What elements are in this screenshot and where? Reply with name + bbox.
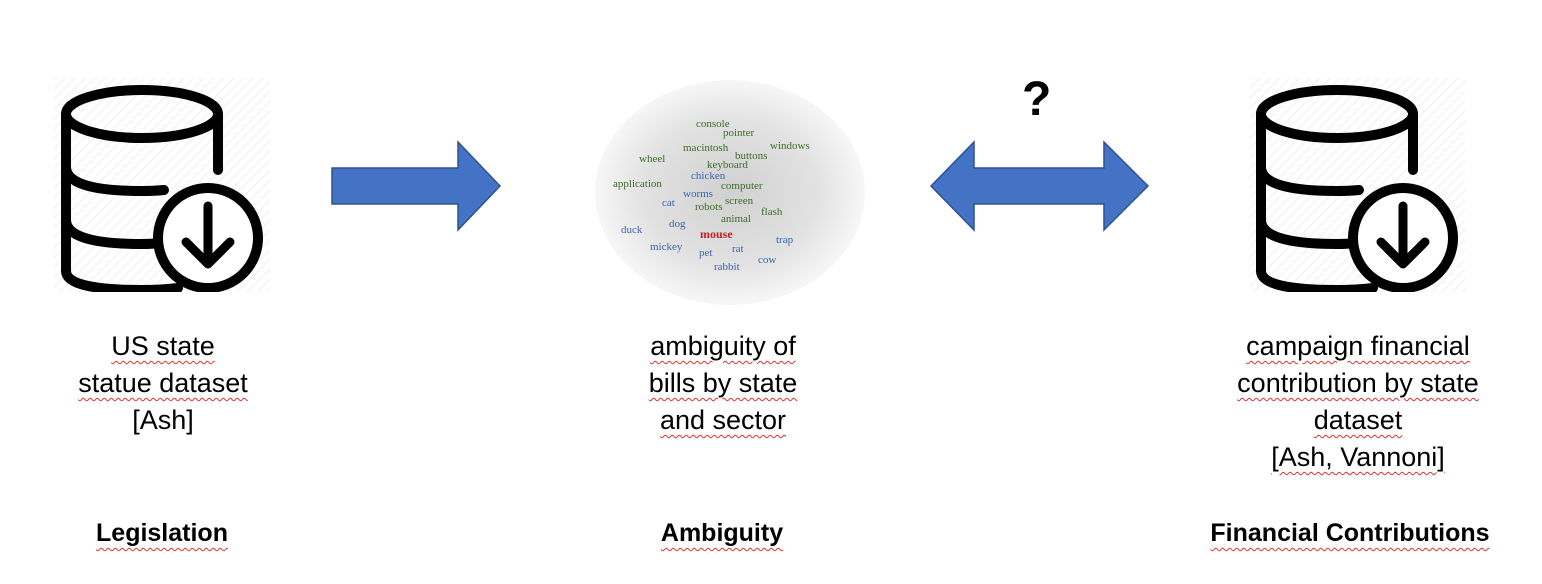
financial-description: campaign financial contribution by state… xyxy=(1200,328,1516,476)
word-cloud-image xyxy=(595,80,865,305)
word-mickey: mickey xyxy=(650,241,683,253)
legislation-line-2: statue dataset xyxy=(78,368,248,398)
word-flash: flash xyxy=(761,206,783,218)
word-worms: worms xyxy=(683,188,713,200)
word-console: console xyxy=(696,118,730,130)
legislation-description: US state statue dataset [Ash] xyxy=(50,328,276,439)
ambiguity-description: ambiguity of bills by state and sector xyxy=(610,328,836,439)
right-arrow-icon xyxy=(331,140,502,232)
financial-line-2: contribution by state xyxy=(1237,368,1479,398)
ambiguity-line-1: ambiguity of xyxy=(650,331,796,361)
relation-question-mark: ? xyxy=(1022,73,1052,126)
word-keyboard: keyboard xyxy=(707,159,748,171)
word-computer: computer xyxy=(721,180,763,192)
financial-line-1: campaign financial xyxy=(1246,331,1470,361)
legislation-line-3: [Ash] xyxy=(132,405,194,435)
ambiguity-line-2: bills by state xyxy=(648,368,798,398)
word-cow: cow xyxy=(758,254,777,266)
word-rabbit: rabbit xyxy=(714,261,740,273)
arrow-shape xyxy=(331,140,502,232)
word-pointer: pointer xyxy=(723,127,755,139)
ambiguity-line-3: and sector xyxy=(659,405,787,435)
word-dog: dog xyxy=(669,218,686,230)
word-screen: screen xyxy=(725,195,754,207)
legislation-line-1: US state xyxy=(111,331,215,361)
word-macintosh: macintosh xyxy=(683,142,729,154)
word-pet: pet xyxy=(699,247,713,259)
financial-line-3: dataset xyxy=(1313,405,1403,435)
database-download-icon xyxy=(61,85,263,292)
double-arrow-shape xyxy=(929,140,1150,232)
word-wheel: wheel xyxy=(639,153,666,165)
word-buttons: buttons xyxy=(735,150,768,162)
word-robots: robots xyxy=(695,201,723,213)
word-windows: windows xyxy=(770,140,810,152)
word-rat: rat xyxy=(732,243,744,255)
word-cat: cat xyxy=(662,197,675,209)
ambiguity-title: Ambiguity xyxy=(660,519,784,547)
double-arrow-icon xyxy=(929,140,1150,232)
financial-title: Financial Contributions xyxy=(1210,519,1490,547)
word-animal: animal xyxy=(721,213,751,225)
database-download-icon xyxy=(1256,85,1458,292)
legislation-title: Legislation xyxy=(96,519,228,547)
word-trap: trap xyxy=(776,234,794,246)
financial-line-4: [Ash, Vannoni] xyxy=(1271,442,1445,472)
word-duck: duck xyxy=(621,224,643,236)
word-mouse: mouse xyxy=(700,227,733,241)
word-application: application xyxy=(613,178,662,190)
word-chicken: chicken xyxy=(691,170,726,182)
